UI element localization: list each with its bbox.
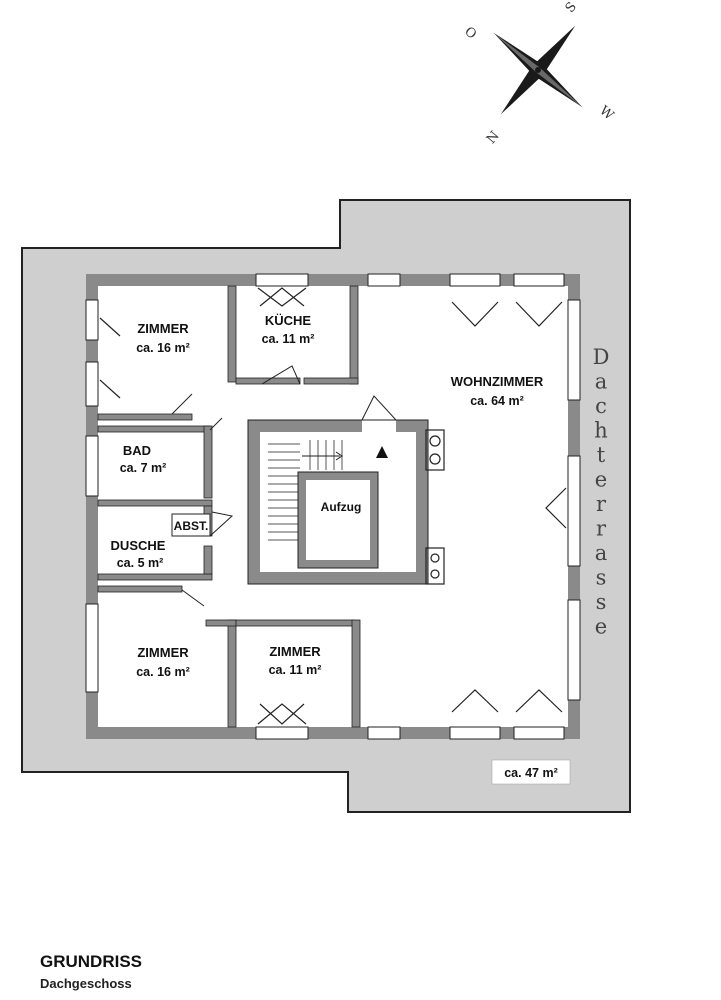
compass-o-label: O <box>461 24 479 42</box>
terrace-letter: a <box>595 541 608 565</box>
abst-box <box>171 513 211 537</box>
windows <box>85 273 581 740</box>
up-arrow-icon <box>376 446 388 458</box>
room-zimmer-nw-label: ZIMMER <box>137 321 189 336</box>
room-dusche-area: ca. 5 m² <box>117 556 164 570</box>
terrace-letter: c <box>595 394 607 418</box>
terrace-letter: r <box>596 492 607 516</box>
room-kueche-label: KÜCHE <box>265 313 312 328</box>
terrace-letter: h <box>594 419 608 443</box>
terrace-letter: s <box>596 566 607 590</box>
terrace-letter: a <box>595 370 608 394</box>
room-zimmer-sw-label: ZIMMER <box>137 645 189 660</box>
room-aufzug-label: Aufzug <box>321 500 362 514</box>
room-wohnzimmer-area: ca. 64 m² <box>470 394 524 408</box>
room-zimmer-nw-area: ca. 16 m² <box>136 341 190 355</box>
plan-caption: GRUNDRISS Dachgeschoss <box>40 952 142 991</box>
terrace-area-value: ca. 47 m² <box>504 766 558 780</box>
terrace-letter: e <box>595 468 607 492</box>
room-zimmer-s-label: ZIMMER <box>269 644 321 659</box>
room-dusche-label: DUSCHE <box>111 538 166 553</box>
room-wohnzimmer-label: WOHNZIMMER <box>451 374 544 389</box>
compass-s-label: S <box>563 0 580 16</box>
room-bad-label: BAD <box>123 443 151 458</box>
terrace-letter: e <box>595 615 607 639</box>
window-sashes <box>99 287 567 725</box>
compass-n-label: N <box>484 129 503 147</box>
room-zimmer-s-area: ca. 11 m² <box>269 663 322 677</box>
compass-rose: S W N O <box>461 0 616 147</box>
cooktop-icons <box>425 429 445 585</box>
terrace-letter: D <box>593 345 610 369</box>
door-swings <box>171 365 301 607</box>
caption-subtitle: Dachgeschoss <box>40 976 132 991</box>
room-abst-label: ABST. <box>174 519 209 533</box>
terrace-letter: r <box>596 517 607 541</box>
room-bad-area: ca. 7 m² <box>120 461 167 475</box>
compass-w-label: W <box>596 103 616 123</box>
terrace-letter: t <box>597 443 606 467</box>
room-zimmer-sw-area: ca. 16 m² <box>136 665 190 679</box>
terrace-area-box <box>491 759 571 785</box>
terrace-letter: s <box>596 590 607 614</box>
stair-core <box>247 395 429 585</box>
caption-title: GRUNDRISS <box>40 952 143 971</box>
room-kueche-area: ca. 11 m² <box>262 332 315 346</box>
